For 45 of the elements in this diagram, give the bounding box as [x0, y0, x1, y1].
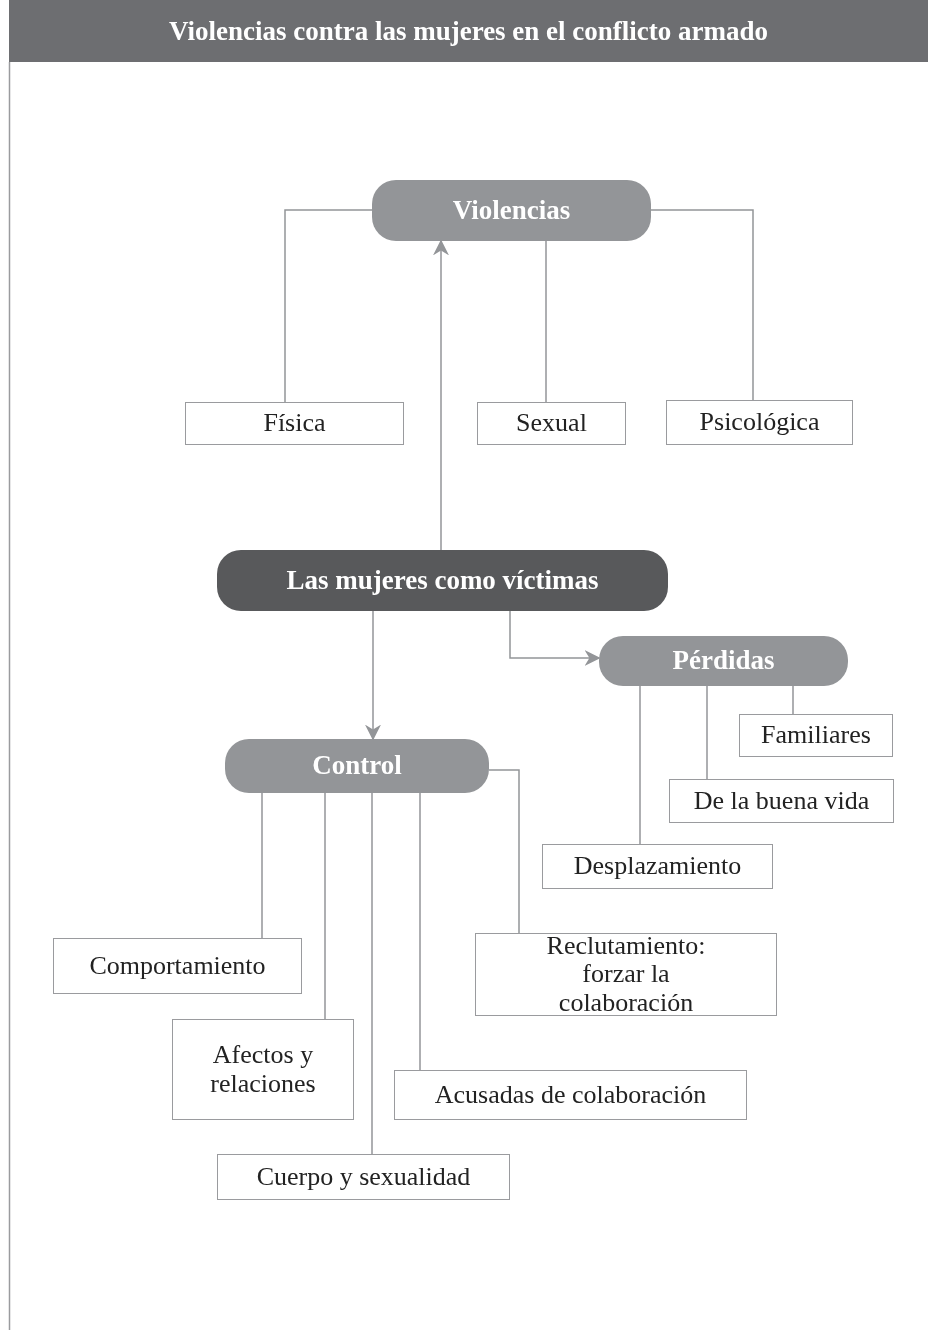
text-box — [394, 1070, 747, 1120]
node-label: De la buena vida — [693, 786, 870, 816]
node-label: Afectos y relaciones — [209, 1040, 317, 1099]
node-label: Violencias — [452, 195, 571, 226]
node-label: Física — [263, 409, 326, 438]
connector-line — [371, 792, 373, 1155]
text-box — [185, 402, 404, 445]
text-box — [666, 400, 853, 445]
title-banner: Violencias contra las mujeres en el conflicto armado — [9, 0, 928, 62]
text-box — [739, 714, 893, 757]
node-label: Control — [312, 751, 402, 781]
connector-line — [419, 792, 421, 1071]
node-label: Cuerpo y sexualidad — [256, 1162, 471, 1192]
text-box — [172, 1019, 354, 1120]
node-label: Desplazamiento — [573, 852, 742, 881]
connector-line — [792, 685, 794, 715]
connector-line — [284, 209, 373, 403]
arrow — [509, 610, 601, 666]
rounded-box — [225, 739, 489, 793]
arrow — [433, 239, 449, 551]
node-label: Acusadas de colaboración — [434, 1080, 707, 1110]
node-label: Reclutamiento: forzar la colaboración — [545, 931, 707, 1018]
text-box — [542, 844, 773, 889]
rounded-box — [372, 180, 651, 241]
connector-line — [650, 209, 754, 401]
arrow — [365, 610, 381, 741]
connector-line — [706, 685, 708, 780]
node-label: Familiares — [761, 721, 871, 750]
node-label: Comportamiento — [89, 951, 266, 981]
connector-line — [545, 240, 547, 403]
node-label: Las mujeres como víctimas — [286, 565, 599, 596]
text-box — [669, 779, 894, 823]
node-label: Sexual — [516, 409, 587, 438]
node-label: Psicológica — [699, 408, 820, 437]
connector-line — [261, 792, 263, 939]
text-box — [217, 1154, 510, 1200]
node-label: Pérdidas — [672, 646, 775, 676]
rounded-box — [217, 550, 668, 611]
connector-line — [488, 769, 520, 934]
connector-line — [324, 792, 326, 1020]
text-box — [53, 938, 302, 994]
text-box — [477, 402, 626, 445]
rounded-box — [599, 636, 848, 686]
text-box — [475, 933, 777, 1016]
connector-line — [639, 685, 641, 845]
